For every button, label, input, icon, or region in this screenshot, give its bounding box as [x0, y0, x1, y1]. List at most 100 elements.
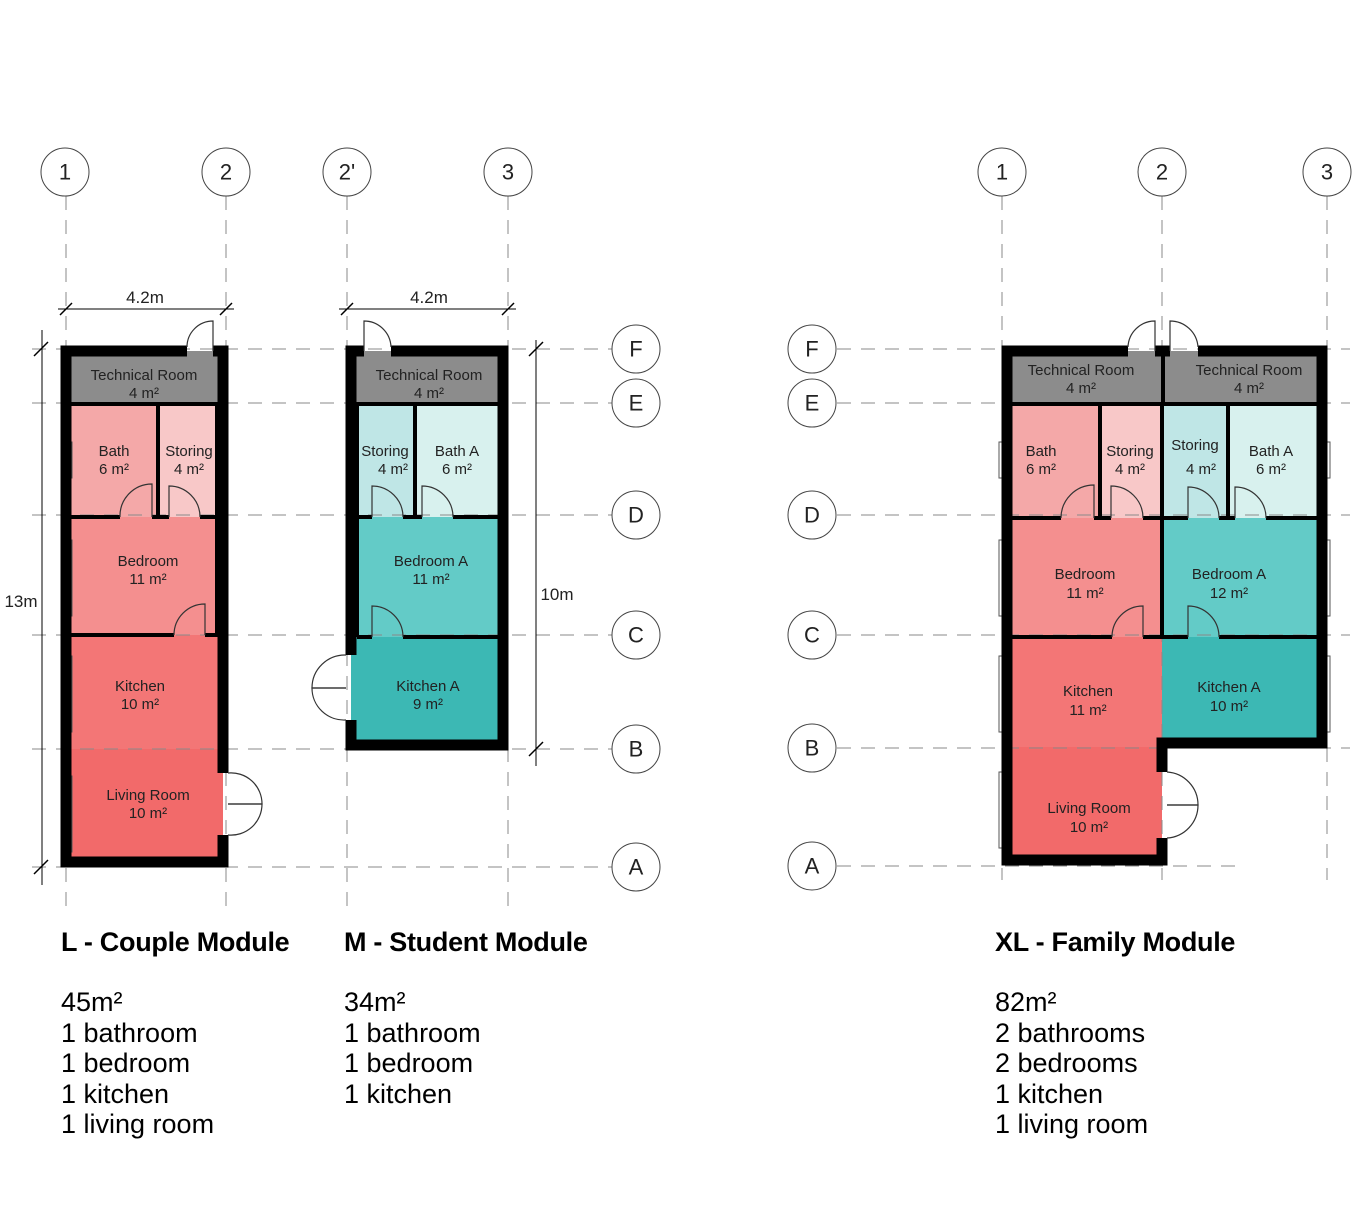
family-kitchen-a-area: 10 m² [1210, 698, 1248, 715]
couple-module-specs: 45m² 1 bathroom 1 bedroom 1 kitchen 1 li… [61, 987, 289, 1140]
family-spec-bedrooms: 2 bedrooms [995, 1048, 1138, 1078]
doors [119, 320, 1267, 839]
grid-bubble-row-d-left [611, 490, 661, 540]
couple-module-title: L - Couple Module [61, 927, 290, 957]
couple-storing [158, 404, 218, 517]
family-module-caption: XL - Family Module 82m² 2 bathrooms 2 be… [995, 927, 1235, 1140]
grid-bubble-row-b-right [787, 723, 837, 773]
family-storing-1-area: 4 m² [1115, 461, 1145, 478]
couple-entry-door-top-icon [186, 320, 214, 351]
family-module-title: XL - Family Module [995, 927, 1236, 957]
couple-spec-kitchens: 1 kitchen [61, 1078, 170, 1109]
couple-bath [66, 404, 158, 517]
student-module-specs: 34m² 1 bathroom 1 bedroom 1 kitchen [344, 987, 588, 1109]
student-length-label: 10m [540, 585, 573, 604]
grid-bubbles: 1 2 2' 3 1 2 3 F E D C B A F E D C [40, 147, 1352, 892]
family-bedroom [1007, 518, 1162, 637]
couple-storing-name: Storing [165, 443, 213, 460]
student-kitchen [351, 637, 503, 745]
family-living-door-lower-icon [1166, 804, 1199, 839]
floor-plan-drawing: 1 2 2' 3 1 2 3 F E D C B A F E D C [4, 147, 1352, 912]
student-bedroom-area: 11 m² [412, 571, 449, 588]
family-exterior-wall-b [1156, 345, 1328, 772]
family-spec-kitchens: 1 kitchen [995, 1078, 1104, 1109]
family-bedroom-a-door-icon [1187, 605, 1220, 638]
couple-living-name: Living Room [106, 787, 189, 804]
grid-label-col-2-right: 2 [1156, 160, 1168, 185]
grid-label-row-a-right: A [805, 854, 820, 879]
student-bath [415, 404, 503, 517]
grid-label-col-1-left: 1 [59, 160, 71, 185]
student-kitchen-name: Kitchen A [396, 678, 459, 695]
couple-width-tick-left [59, 302, 73, 316]
student-kitchen-area: 9 m² [413, 696, 443, 713]
family-bedroom-a [1162, 518, 1322, 637]
student-exterior-wall-a [345, 345, 509, 751]
student-width-label: 4.2m [410, 288, 448, 307]
couple-width-tick-right [219, 302, 233, 316]
grid-bubble-row-f-left [611, 324, 661, 374]
couple-storing-door-icon [168, 485, 201, 518]
grid-label-row-d-right: D [804, 503, 820, 528]
grid-label-row-a-left: A [629, 855, 644, 880]
grid-label-row-b-left: B [629, 737, 644, 762]
family-module-specs: 82m² 2 bathrooms 2 bedrooms 1 kitchen 1 … [995, 987, 1235, 1140]
family-storing-1 [1100, 404, 1162, 518]
student-bedroom [351, 517, 503, 637]
couple-storing-area: 4 m² [174, 461, 204, 478]
student-spec-bathrooms: 1 bathroom [344, 1017, 481, 1048]
couple-length-label: 13m [4, 592, 37, 611]
grid-bubble-col-1-left [40, 147, 90, 197]
family-living-name: Living Room [1047, 800, 1130, 817]
family-entry-door-1-icon [1127, 320, 1156, 351]
family-storing-1-door-icon [1110, 485, 1144, 519]
family-storing-1-name: Storing [1106, 443, 1154, 460]
couple-kitchen [66, 635, 223, 749]
student-storing-area: 4 m² [378, 461, 408, 478]
student-spec-kitchens: 1 kitchen [344, 1078, 453, 1109]
grid-bubble-col-3-right [1302, 147, 1352, 197]
grid-bubble-row-b-left [611, 724, 661, 774]
family-technical-2-area: 4 m² [1234, 380, 1264, 397]
couple-bedroom-door-icon [173, 603, 206, 636]
family-kitchen [1007, 637, 1162, 747]
grid-bubble-row-a-left [611, 842, 661, 892]
grid-bubble-col-2-right [1137, 147, 1187, 197]
student-storing-door-icon [371, 485, 404, 518]
interior-walls [66, 351, 1322, 639]
grid-label-row-f-left: F [629, 337, 642, 362]
grid-bubble-col-3-left [483, 147, 533, 197]
grid-label-row-e-right: E [805, 391, 820, 416]
couple-bath-door-icon [119, 483, 153, 518]
couple-living-area: 10 m² [129, 805, 167, 822]
grid-label-row-d-left: D [628, 503, 644, 528]
couple-length-tick-bottom [33, 859, 49, 875]
family-bath-name: Bath [1026, 443, 1057, 460]
family-bath-a-area: 6 m² [1256, 461, 1286, 478]
couple-bedroom-name: Bedroom [118, 553, 179, 570]
couple-spec-bedrooms: 1 bedroom [61, 1048, 191, 1078]
family-entry-door-2-icon [1169, 320, 1199, 351]
family-technical-1-name: Technical Room [1028, 362, 1135, 379]
student-width-tick-right [501, 302, 515, 316]
couple-technical-area: 4 m² [129, 385, 159, 402]
grid-label-row-b-right: B [805, 736, 820, 761]
student-spec-bedrooms: 1 bedroom [344, 1048, 474, 1078]
family-bedroom-door-icon [1111, 605, 1144, 638]
couple-kitchen-area: 10 m² [121, 696, 159, 713]
student-kitchen-door-lower-icon [311, 687, 347, 721]
student-bedroom-name: Bedroom A [394, 553, 468, 570]
family-bath-a-name: Bath A [1249, 443, 1293, 460]
family-kitchen-name: Kitchen [1063, 683, 1113, 700]
student-storing [351, 404, 415, 517]
family-technical-2-name: Technical Room [1196, 362, 1303, 379]
student-storing-name: Storing [361, 443, 409, 460]
family-storing-2-name: Storing [1171, 437, 1219, 454]
couple-bath-name: Bath [99, 443, 130, 460]
student-width-tick-left [340, 302, 354, 316]
student-technical-area: 4 m² [414, 385, 444, 402]
couple-spec-bathrooms: 1 bathroom [61, 1017, 198, 1048]
dimension-lines: 4.2m 4.2m 13m 10m [4, 288, 574, 885]
grid-label-col-2-left: 2 [220, 160, 232, 185]
couple-kitchen-name: Kitchen [115, 678, 165, 695]
